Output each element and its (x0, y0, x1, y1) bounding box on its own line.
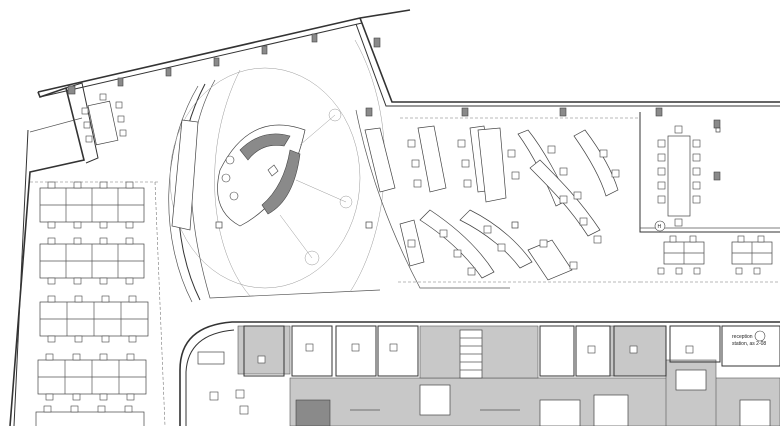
building-core (179, 321, 780, 426)
conference-room: H (639, 112, 780, 233)
reception-desk (215, 108, 519, 266)
left-meeting-room (81, 93, 127, 146)
dashed-boundaries (398, 117, 780, 283)
marker-letter: H (658, 224, 662, 230)
perimeter-offices (197, 325, 780, 415)
right-pods (657, 235, 773, 275)
workstation-note: reception station, as 2-08 (732, 334, 766, 347)
left-workstations (30, 181, 166, 426)
exterior-walls (9, 9, 780, 426)
facade-mullions (67, 33, 721, 181)
right-workstations (364, 125, 620, 281)
note-line-2: station, as 2-08 (732, 341, 766, 347)
note-line-1: reception (732, 334, 753, 340)
